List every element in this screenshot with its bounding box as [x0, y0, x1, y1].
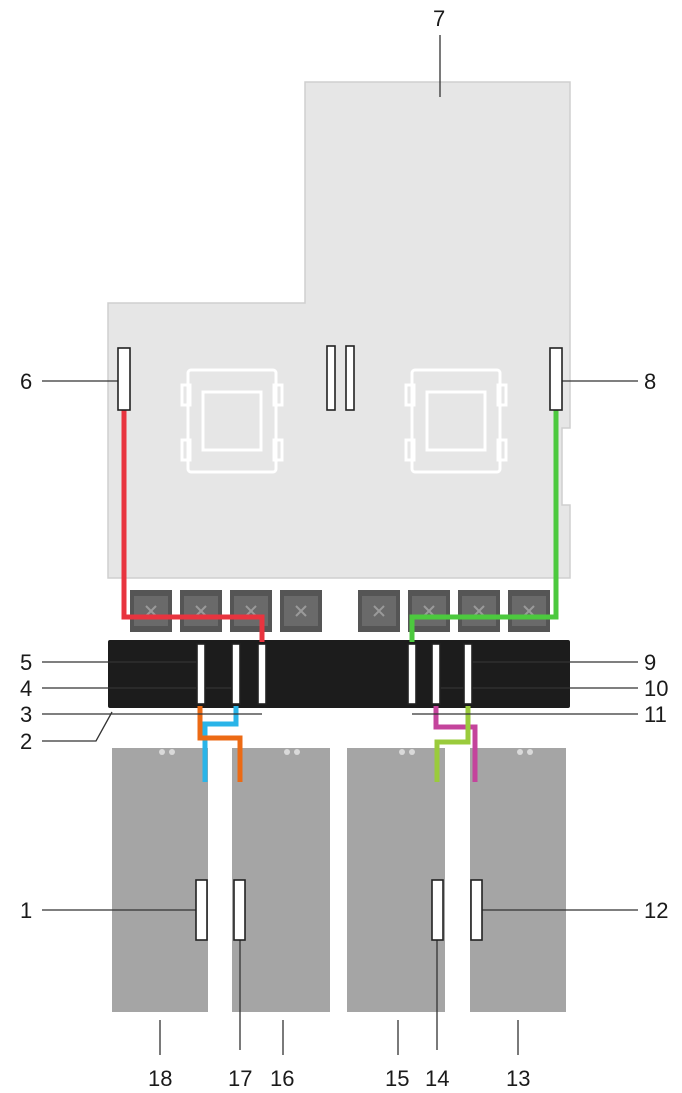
callout-18: 18	[148, 1066, 172, 1091]
connector-12	[470, 879, 483, 941]
cable-green	[409, 405, 559, 642]
callout-9: 9	[644, 650, 656, 675]
callout-11: 11	[644, 702, 667, 727]
cooling-fans	[130, 590, 550, 632]
cable-lime	[434, 706, 471, 782]
fan-module-icon	[408, 590, 450, 632]
cable-orange	[197, 706, 243, 782]
fan-module-icon	[280, 590, 322, 632]
drive-bay-16	[232, 748, 330, 1012]
callout-7: 7	[433, 6, 445, 31]
drive-bay-latches	[159, 749, 533, 755]
fan-module-icon	[130, 590, 172, 632]
fan-module-icon	[358, 590, 400, 632]
connector-11	[407, 643, 417, 705]
board-connector-center-b	[345, 345, 355, 411]
connector-5	[196, 643, 206, 705]
fan-module-icon	[230, 590, 272, 632]
connector-17	[233, 879, 246, 941]
processor-socket-1	[180, 368, 284, 474]
connector-1	[195, 879, 208, 941]
cable-red	[121, 405, 265, 642]
drive-bay-13	[470, 748, 566, 1012]
board-connector-center-a	[326, 345, 336, 411]
fan-module-icon	[458, 590, 500, 632]
callout-6: 6	[20, 369, 32, 394]
connector-4	[231, 643, 241, 705]
callout-labels: 7 6 8 5 4 3 2 9 10 11 1 12 18 17 16 15 1…	[20, 6, 668, 1091]
system-board	[107, 81, 571, 579]
callout-5: 5	[20, 650, 32, 675]
drive-bay-15	[347, 748, 445, 1012]
callout-8: 8	[644, 369, 656, 394]
callout-17: 17	[228, 1066, 252, 1091]
connector-14	[431, 879, 444, 941]
callout-14: 14	[425, 1066, 449, 1091]
callout-4: 4	[20, 676, 32, 701]
connector-8	[549, 347, 563, 411]
callout-3: 3	[20, 702, 32, 727]
callout-10: 10	[644, 676, 668, 701]
connector-6	[117, 347, 131, 411]
callout-12: 12	[644, 898, 668, 923]
cable-cyan	[202, 706, 239, 782]
backplane	[108, 640, 570, 708]
callout-15: 15	[385, 1066, 409, 1091]
callout-16: 16	[270, 1066, 294, 1091]
drive-bay-18	[112, 748, 208, 1012]
callout-13: 13	[506, 1066, 530, 1091]
cable-magenta	[433, 706, 478, 782]
processor-socket-2	[404, 368, 508, 474]
fan-module-icon	[180, 590, 222, 632]
callout-2: 2	[20, 729, 32, 754]
connector-9	[463, 643, 473, 705]
connector-3	[257, 643, 267, 705]
callout-1: 1	[20, 898, 32, 923]
fan-module-icon	[508, 590, 550, 632]
connector-10	[431, 643, 441, 705]
